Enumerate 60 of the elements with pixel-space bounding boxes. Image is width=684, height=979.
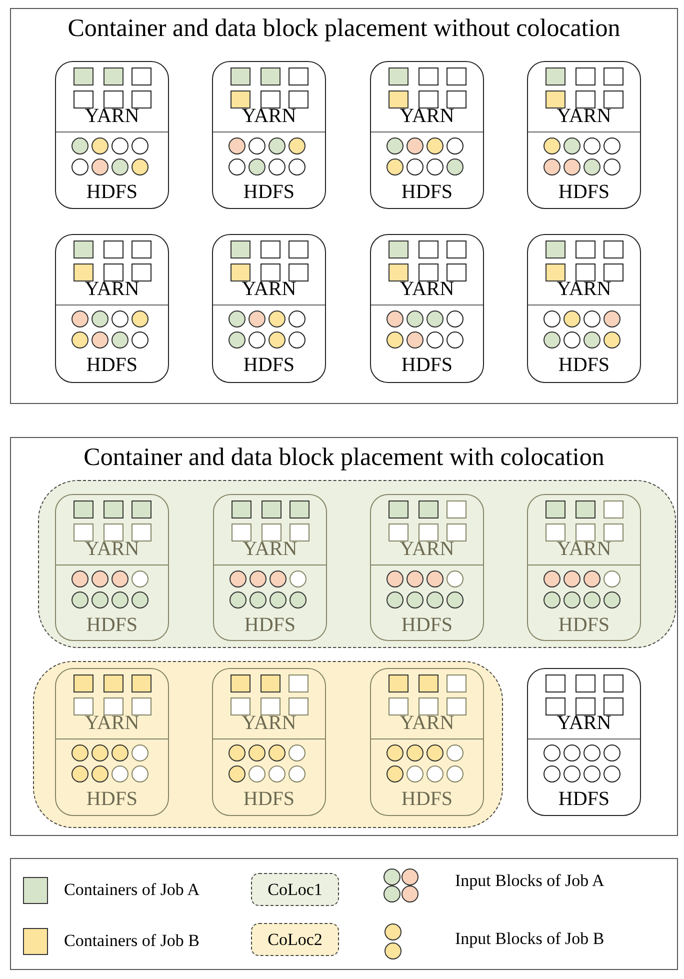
legend-text: Input Blocks of Job B: [455, 929, 604, 949]
colocation-group: [38, 480, 676, 648]
resource-manager-label: YARN: [556, 279, 612, 299]
panel: [10, 8, 678, 404]
server-box: [212, 61, 326, 209]
legend-text: Containers of Job B: [64, 931, 200, 951]
legend-key: CoLoc2: [251, 923, 339, 956]
panel-title: Container and data block placement without colocation: [66, 15, 622, 43]
resource-manager-label: YARN: [398, 279, 456, 299]
server-box: [370, 61, 484, 209]
server-box: [370, 668, 484, 816]
resource-manager-label: YARN: [556, 539, 612, 559]
file-system-label: HDFS: [85, 615, 139, 635]
file-system-label: HDFS: [85, 355, 139, 375]
file-system-label: HDFS: [400, 355, 454, 375]
resource-manager-label: YARN: [84, 279, 140, 299]
file-system-label: HDFS: [557, 355, 611, 375]
server-box: [55, 668, 169, 816]
legend-text: Containers of Job A: [64, 880, 200, 900]
legend-key: CoLoc1: [251, 873, 339, 906]
resource-manager-label: YARN: [398, 539, 456, 559]
resource-manager-label: YARN: [84, 106, 140, 126]
server-box: [527, 668, 641, 816]
resource-manager-label: YARN: [556, 713, 612, 733]
resource-manager-label: YARN: [398, 106, 456, 126]
file-system-label: HDFS: [557, 615, 611, 635]
resource-manager-label: YARN: [242, 539, 298, 559]
server-box: [527, 234, 641, 383]
server-box: [55, 234, 169, 383]
resource-manager-label: YARN: [398, 713, 456, 733]
file-system-label: HDFS: [242, 182, 296, 202]
file-system-label: HDFS: [400, 789, 454, 809]
resource-manager-label: YARN: [240, 279, 298, 299]
server-box: [370, 494, 484, 641]
server-box: [212, 668, 326, 816]
resource-manager-label: YARN: [240, 713, 298, 733]
legend-text: Input Blocks of Job A: [455, 871, 604, 891]
file-system-label: HDFS: [400, 182, 454, 202]
server-box: [55, 61, 169, 209]
server-box: [527, 494, 641, 641]
file-system-label: HDFS: [242, 355, 296, 375]
panel: [10, 437, 678, 836]
resource-manager-label: YARN: [240, 106, 298, 126]
file-system-label: HDFS: [85, 789, 139, 809]
resource-manager-label: YARN: [84, 713, 140, 733]
server-box: [527, 61, 641, 209]
colocation-group: [33, 661, 503, 828]
server-box: [213, 494, 327, 641]
panel-title: Container and data block placement with colocation: [82, 444, 606, 472]
file-system-label: HDFS: [242, 789, 296, 809]
resource-manager-label: YARN: [84, 539, 140, 559]
file-system-label: HDFS: [243, 615, 297, 635]
resource-manager-label: YARN: [556, 106, 612, 126]
file-system-label: HDFS: [400, 615, 454, 635]
server-box: [55, 494, 169, 641]
server-box: [212, 234, 326, 383]
file-system-label: HDFS: [85, 182, 139, 202]
file-system-label: HDFS: [557, 789, 611, 809]
file-system-label: HDFS: [557, 182, 611, 202]
server-box: [370, 234, 484, 383]
